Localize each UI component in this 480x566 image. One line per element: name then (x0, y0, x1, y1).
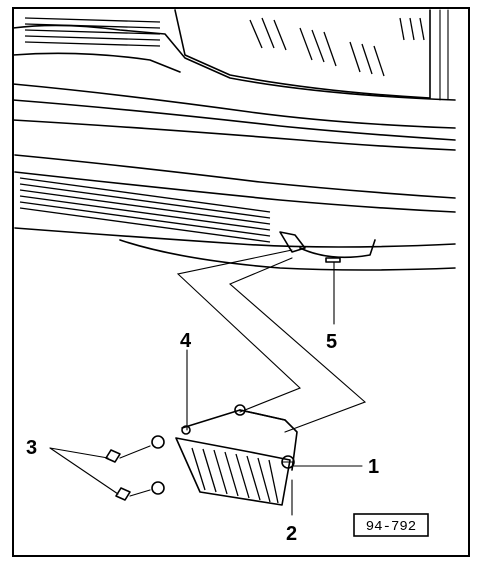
assembly-path-line (176, 249, 367, 433)
diagram-frame (12, 7, 470, 557)
fog-lamp-assembly (175, 404, 298, 506)
callout-3: 3 (26, 437, 37, 459)
vehicle-front-bumper (12, 9, 456, 271)
fastener-bolts (105, 435, 165, 501)
callout-1: 1 (368, 456, 379, 478)
reference-code-box: 94-792 (353, 513, 429, 537)
leader-lines (49, 261, 363, 516)
callout-4: 4 (180, 330, 192, 352)
callout-2: 2 (286, 523, 297, 545)
callout-5: 5 (326, 331, 337, 353)
reference-code: 94-792 (366, 519, 416, 535)
